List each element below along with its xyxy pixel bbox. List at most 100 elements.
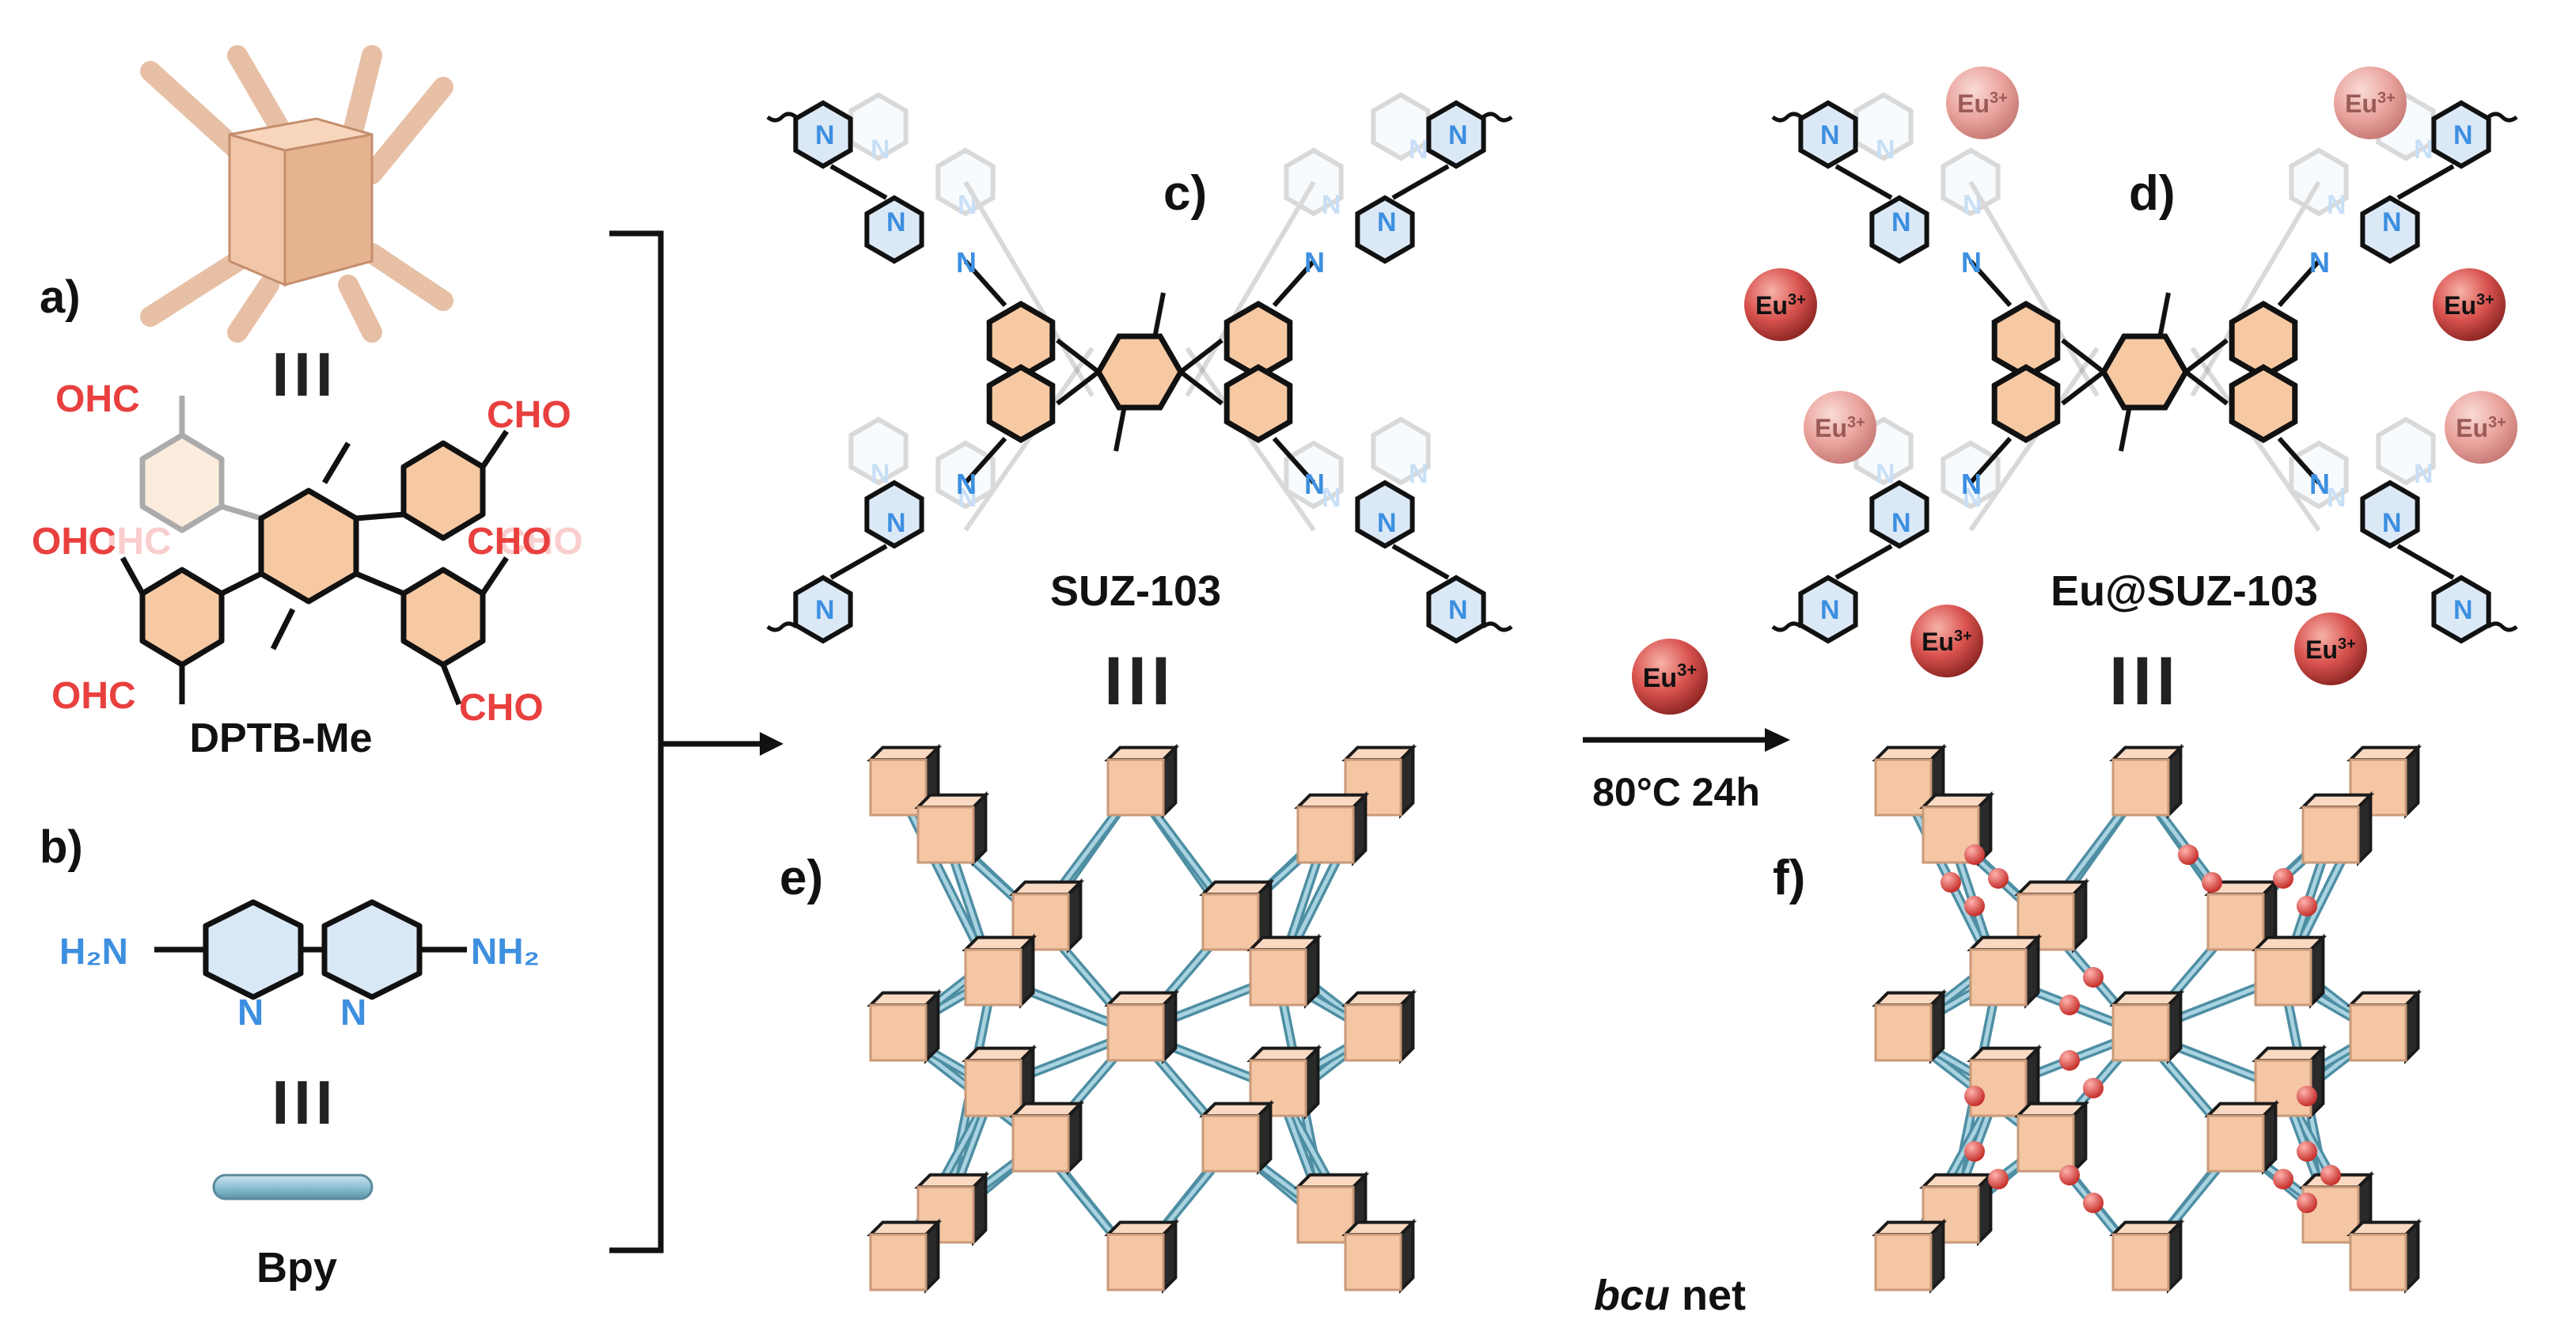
cube-node	[1341, 988, 1417, 1064]
front-linker-arm: NNN	[1179, 363, 1513, 644]
eu-site-dot	[2178, 844, 2199, 865]
cube-node	[1104, 988, 1180, 1064]
ring-n: N	[2382, 508, 2402, 538]
eu-site-dot	[2202, 872, 2222, 893]
aldehyde-ur: CHO	[487, 394, 571, 436]
back-ring-n: N	[1876, 135, 1895, 165]
svg-text:Eu3+: Eu3+	[1922, 628, 1972, 656]
eu-ion-charge: 3+	[2476, 291, 2494, 309]
imine-n: N	[1304, 468, 1325, 500]
eu-ion-symbol: Eu	[1922, 628, 1954, 656]
back-ring-n: N	[958, 483, 977, 513]
back-ring-n: N	[871, 135, 890, 165]
imine-n: N	[956, 246, 977, 279]
ring-n: N	[886, 207, 906, 237]
cube-node	[1104, 1218, 1180, 1294]
svg-text:Eu3+: Eu3+	[2444, 291, 2494, 320]
panel-label-e: e)	[780, 851, 823, 905]
ring-n: N	[1820, 120, 1840, 150]
eu-site-dot	[2083, 1193, 2104, 1213]
aldehyde-ll: OHC	[51, 675, 136, 717]
cube-node	[1872, 1218, 1948, 1294]
eu-ion-charge: 3+	[2488, 414, 2506, 431]
aldehyde-ml-faint: OHC	[87, 521, 172, 563]
back-ring-n: N	[1322, 483, 1341, 513]
ring-n: N	[1448, 120, 1468, 150]
eu-site-dot	[2320, 1165, 2341, 1185]
eu-site-dot	[1964, 844, 1985, 865]
eu-ion-charge: 3+	[1847, 414, 1865, 431]
panel-label-a: a)	[40, 271, 81, 323]
imine-n: N	[1961, 468, 1982, 500]
eu-ion-reagent	[1632, 639, 1708, 715]
linker-name: DPTB-Me	[189, 715, 372, 761]
ring-n: N	[1377, 207, 1397, 237]
eu-site-dot	[1988, 868, 2009, 889]
svg-text:Eu3+: Eu3+	[2345, 89, 2396, 118]
cube-node	[2346, 743, 2422, 819]
cube-node	[1967, 933, 2043, 1009]
ring-n: N	[886, 508, 906, 538]
eu-reagent-symbol: Eu	[1643, 663, 1677, 693]
eu-site-dots	[1941, 844, 2341, 1213]
eu-reagent-charge: 3+	[1677, 660, 1697, 680]
back-ring-n: N	[1963, 483, 1982, 513]
panel-label-d: d)	[2129, 166, 2176, 221]
bpy-amine-left: H₂N	[59, 931, 128, 972]
front-linker-arm: NNN	[1771, 363, 2105, 644]
eu-ion-symbol: Eu	[2305, 635, 2338, 664]
back-linker-arm: NN	[848, 347, 1095, 532]
panel-label-b: b)	[40, 821, 83, 873]
eu-ion-symbol: Eu	[1815, 414, 1847, 442]
combine-arrow-head	[760, 732, 783, 756]
cube-node	[867, 1218, 943, 1294]
eu-site-dot	[2297, 896, 2317, 916]
cube-node	[962, 933, 1038, 1009]
amine-name: Bpy	[256, 1244, 337, 1291]
cube-node	[2252, 933, 2328, 1009]
eu-ion-symbol: Eu	[2444, 291, 2476, 320]
framework-name-pristine: SUZ-103	[1050, 567, 1221, 615]
central-core	[2100, 292, 2190, 452]
cube-node	[867, 988, 943, 1064]
eu-site-dot	[2083, 1078, 2104, 1098]
back-ring-n: N	[1322, 190, 1341, 220]
back-ring-n: N	[1963, 190, 1982, 220]
equivalence-symbol-c: III	[1104, 643, 1175, 719]
eu-ion-charge: 3+	[1788, 291, 1806, 309]
back-linker-arm: NN	[1853, 92, 2100, 397]
eu-ion: Eu3+	[1744, 268, 1817, 341]
bpy-amine-right: NH₂	[471, 931, 540, 972]
front-linker-arm: N N N	[766, 100, 1100, 381]
eu-ion: Eu3+	[2294, 613, 2367, 685]
eu-site-dot	[2059, 1050, 2080, 1071]
back-linker-arm: NN	[1185, 347, 1431, 532]
cube-node	[1199, 878, 1275, 954]
ring-n: N	[1891, 508, 1911, 538]
eu-ion-charge: 3+	[2377, 89, 2396, 107]
back-linker-arm: NN	[2190, 347, 2436, 532]
bpy-structure	[154, 899, 467, 1000]
cube-layer	[1872, 743, 2422, 1294]
panel-label-f: f)	[1773, 851, 1805, 905]
front-linker-arm: NNN	[2184, 363, 2518, 644]
eu-site-dot	[1941, 872, 1961, 893]
eu-site-dot	[2083, 967, 2104, 988]
eu-ion: Eu3+	[1946, 66, 2019, 139]
cube-node	[2014, 1099, 2090, 1175]
imine-n: N	[956, 468, 977, 500]
eu-ion: Eu3+	[1910, 605, 1983, 677]
cube-layer	[867, 743, 1417, 1294]
eu-site-dot	[2297, 1193, 2317, 1213]
eu-site-dot	[2059, 995, 2080, 1015]
central-core	[1095, 292, 1185, 452]
cube-node	[1872, 743, 1948, 819]
aldehyde-ml: OHC	[32, 521, 116, 563]
eu-ion: Eu3+	[2433, 268, 2506, 341]
imine-n: N	[1304, 246, 1325, 279]
cube-node	[1294, 791, 1370, 867]
eu-site-dot	[1964, 896, 1985, 916]
back-linker-arm: NN	[848, 92, 1095, 397]
